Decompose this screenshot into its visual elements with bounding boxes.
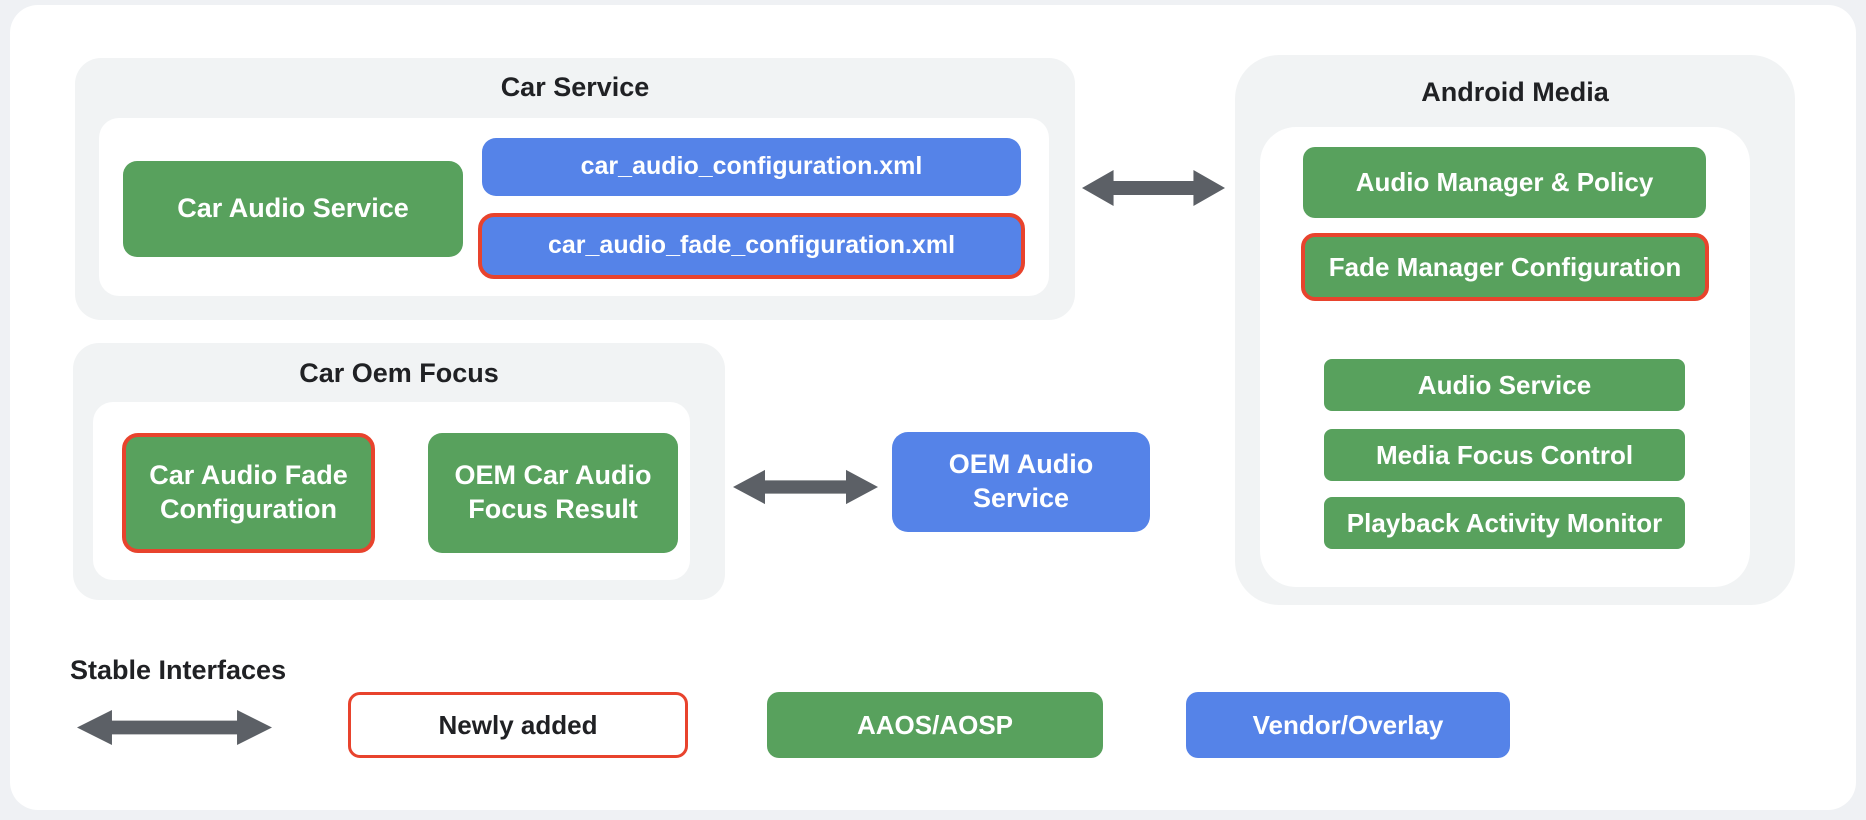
bidirectional-arrow-icon <box>733 469 878 505</box>
car-oem-focus-title: Car Oem Focus <box>299 358 499 388</box>
audio-manager-policy-box: Audio Manager & Policy <box>1303 147 1706 218</box>
legend-stable-interfaces-label: Stable Interfaces <box>70 655 287 685</box>
car-audio-configuration-xml-box: car_audio_configuration.xml <box>482 138 1021 196</box>
fade-manager-configuration-box: Fade Manager Configuration <box>1301 233 1709 301</box>
android-media-panel: Android Media Audio Manager & Policy Fad… <box>1235 55 1795 605</box>
audio-service-box: Audio Service <box>1324 359 1685 411</box>
media-focus-control-box: Media Focus Control <box>1324 429 1685 481</box>
car-oem-focus-panel: Car Oem Focus Car Audio Fade Configurati… <box>73 343 725 600</box>
car-audio-service-box: Car Audio Service <box>123 161 463 257</box>
car-service-title: Car Service <box>500 72 650 102</box>
legend-newly-added-box: Newly added <box>348 692 688 758</box>
car-service-inner-container: Car Audio Service car_audio_configuratio… <box>99 118 1049 296</box>
car-audio-fade-configuration-xml-box: car_audio_fade_configuration.xml <box>478 213 1025 279</box>
android-media-inner-container: Audio Manager & Policy Fade Manager Conf… <box>1260 127 1750 587</box>
car-audio-fade-configuration-box: Car Audio Fade Configuration <box>122 433 375 553</box>
car-service-panel: Car Service Car Audio Service car_audio_… <box>75 58 1075 320</box>
diagram-card: Car Service Car Audio Service car_audio_… <box>10 5 1856 810</box>
bidirectional-arrow-icon <box>77 709 272 746</box>
car-oem-focus-inner-container: Car Audio Fade Configuration OEM Car Aud… <box>93 402 690 580</box>
legend-vendor-overlay-box: Vendor/Overlay <box>1186 692 1510 758</box>
android-media-title: Android Media <box>1421 77 1609 107</box>
playback-activity-monitor-box: Playback Activity Monitor <box>1324 497 1685 549</box>
bidirectional-arrow-icon <box>1082 170 1225 206</box>
legend-aaos-aosp-box: AAOS/AOSP <box>767 692 1103 758</box>
oem-audio-service-box: OEM Audio Service <box>892 432 1150 532</box>
oem-car-audio-focus-result-box: OEM Car Audio Focus Result <box>428 433 678 553</box>
